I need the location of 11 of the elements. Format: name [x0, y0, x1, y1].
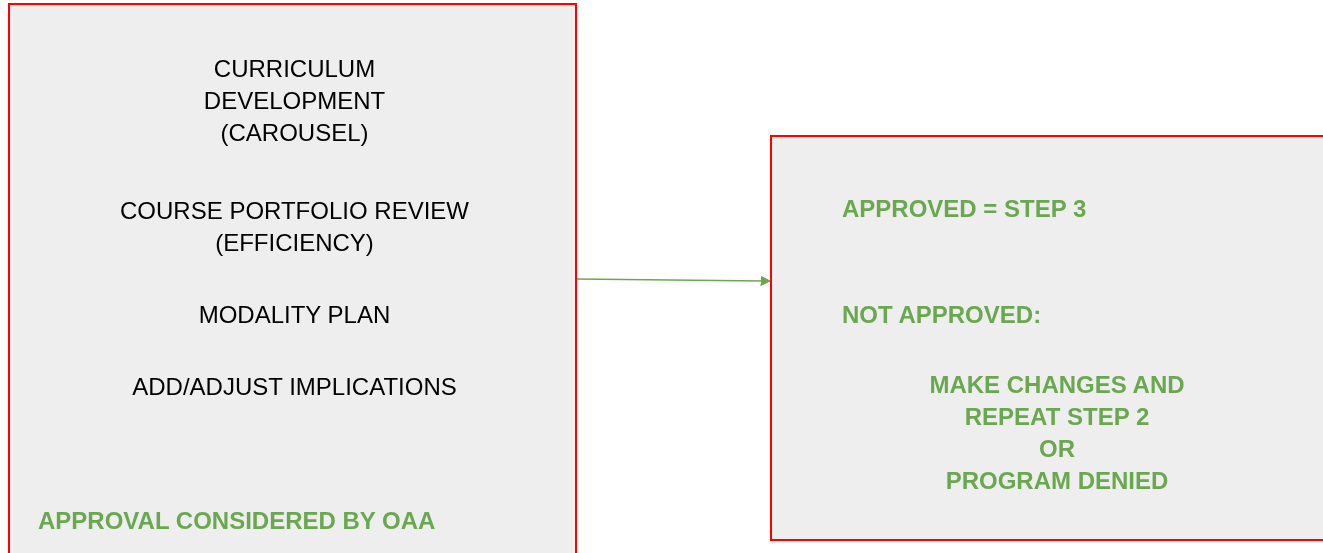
step-text: CURRICULUM DEVELOPMENT (CAROUSEL)	[202, 54, 387, 148]
step-text: ADD/ADJUST IMPLICATIONS	[131, 372, 458, 402]
outcome-text: APPROVED = STEP 3	[842, 194, 1087, 224]
outcome-box	[770, 135, 1323, 541]
arrow	[576, 275, 772, 287]
outcome-text: NOT APPROVED:	[842, 300, 1042, 330]
process-box	[8, 3, 577, 553]
step-text: COURSE PORTFOLIO REVIEW (EFFICIENCY)	[119, 196, 470, 258]
outcome-text: MAKE CHANGES AND REPEAT STEP 2 OR PROGRAM DENIED	[928, 370, 1186, 496]
step-text: MODALITY PLAN	[197, 300, 392, 330]
approval-note: APPROVAL CONSIDERED BY OAA	[38, 506, 437, 536]
